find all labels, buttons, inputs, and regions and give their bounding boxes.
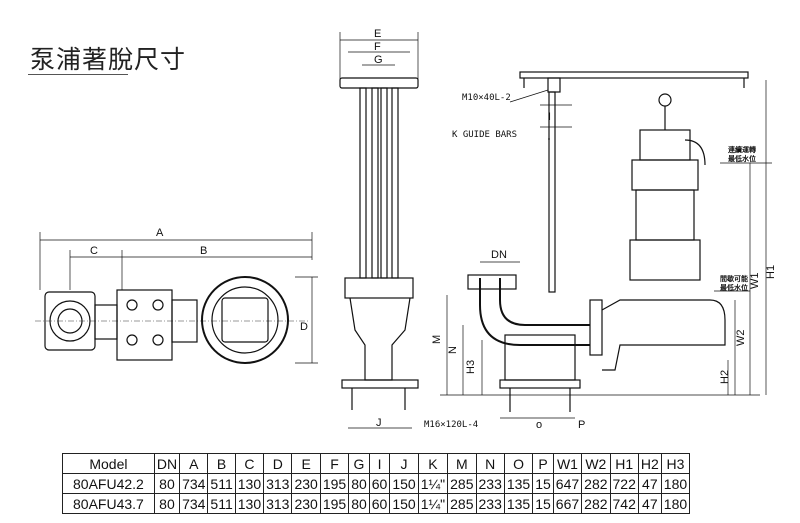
table-cell: 647 <box>552 473 583 494</box>
dim-e-label: E <box>374 28 381 40</box>
table-cell: 511 <box>207 493 236 514</box>
table-cell: 313 <box>263 473 293 494</box>
front-view: M10×40L-2 I K GUIDE BARS DN <box>424 71 777 431</box>
table-cell: 47 <box>637 493 662 514</box>
bolt-top-label: M10×40L-2 <box>462 93 511 103</box>
table-cell: O <box>503 453 534 474</box>
table-cell: A <box>179 453 209 474</box>
table-cell: 130 <box>234 493 265 514</box>
table-cell: C <box>234 453 265 474</box>
table-cell: N <box>475 453 505 474</box>
dim-f-label: F <box>374 41 381 53</box>
dim-w2-label: W2 <box>735 330 747 347</box>
dim-o-label: o <box>536 419 542 431</box>
table-cell: G <box>348 453 370 474</box>
table-cell: 1¼" <box>417 493 449 514</box>
table-cell: 80 <box>153 493 181 514</box>
table-cell: 233 <box>475 493 505 514</box>
water-level-intermittent-line1: 間歇可能 <box>720 274 748 283</box>
table-cell: D <box>263 453 293 474</box>
table-cell: 722 <box>609 473 639 494</box>
water-level-continuous-line1: 連續運轉 <box>728 145 756 154</box>
pump-dimension-drawing: A C B D <box>35 28 777 431</box>
table-cell: 285 <box>447 493 477 514</box>
dim-n-label: N <box>447 346 459 354</box>
table-cell: 47 <box>637 473 662 494</box>
table-cell: 135 <box>503 493 534 514</box>
table-cell: 150 <box>389 493 419 514</box>
table-cell: 230 <box>291 493 321 514</box>
table-cell: 15 <box>532 473 554 494</box>
table-cell: H3 <box>660 453 691 474</box>
table-cell: 313 <box>263 493 293 514</box>
table-cell: B <box>207 453 236 474</box>
dim-a-label: A <box>156 227 164 239</box>
dim-d-label: D <box>300 321 308 333</box>
dim-j-label: J <box>376 417 382 429</box>
dim-dn-label: DN <box>491 249 507 261</box>
table-cell: Model <box>62 453 155 474</box>
table-cell: P <box>532 453 554 474</box>
table-cell: 230 <box>291 473 321 494</box>
dim-h1-label: H1 <box>765 265 777 279</box>
water-level-continuous-line2: 最低水位 <box>728 154 756 163</box>
table-cell: H1 <box>609 453 639 474</box>
table-cell: K <box>417 453 449 474</box>
table-cell: I <box>368 453 391 474</box>
table-cell: 80AFU42.2 <box>62 473 155 494</box>
dim-h2-label: H2 <box>719 370 731 384</box>
dim-w1-label: W1 <box>749 273 761 290</box>
title-underline <box>28 74 128 75</box>
table-cell: 130 <box>234 473 265 494</box>
table-cell: F <box>319 453 350 474</box>
bolt-base-label: M16×120L-4 <box>424 420 478 430</box>
dim-c-label: C <box>90 245 98 257</box>
table-cell: 285 <box>447 473 477 494</box>
table-cell: 180 <box>660 473 691 494</box>
table-cell: 80 <box>348 473 370 494</box>
dim-h3-label: H3 <box>465 360 477 374</box>
page-title: 泵浦著脫尺寸 <box>30 45 187 74</box>
table-cell: DN <box>153 453 181 474</box>
table-cell: 1¼" <box>417 473 449 494</box>
table-cell: 233 <box>475 473 505 494</box>
table-cell: 180 <box>660 493 691 514</box>
plan-view: A C B D <box>35 227 318 364</box>
water-level-intermittent-line2: 最低水位 <box>720 283 748 292</box>
table-cell: 150 <box>389 473 419 494</box>
table-cell: 60 <box>368 493 391 514</box>
side-view: E F G J <box>339 28 419 429</box>
table-cell: 80AFU43.7 <box>62 493 155 514</box>
table-cell: 80 <box>348 493 370 514</box>
table-cell: 667 <box>552 493 583 514</box>
table-cell: 195 <box>319 473 350 494</box>
table-cell: 195 <box>319 493 350 514</box>
table-cell: 282 <box>581 493 611 514</box>
dim-g-label: G <box>374 54 383 66</box>
table-cell: 80 <box>153 473 181 494</box>
guide-bars-label: K GUIDE BARS <box>452 130 517 140</box>
table-cell: 60 <box>368 473 391 494</box>
table-cell: J <box>389 453 419 474</box>
dim-p-label: P <box>578 419 585 431</box>
table-cell: 15 <box>532 493 554 514</box>
table-cell: E <box>291 453 321 474</box>
table-cell: 511 <box>207 473 236 494</box>
dim-m-label: M <box>431 335 443 344</box>
table-cell: H2 <box>637 453 662 474</box>
table-cell: M <box>447 453 477 474</box>
table-cell: 135 <box>503 473 534 494</box>
table-cell: W1 <box>552 453 583 474</box>
table-cell: 734 <box>179 473 209 494</box>
table-cell: 742 <box>609 493 639 514</box>
table-cell: W2 <box>581 453 611 474</box>
dim-b-label: B <box>200 245 207 257</box>
table-cell: 282 <box>581 473 611 494</box>
table-cell: 734 <box>179 493 209 514</box>
